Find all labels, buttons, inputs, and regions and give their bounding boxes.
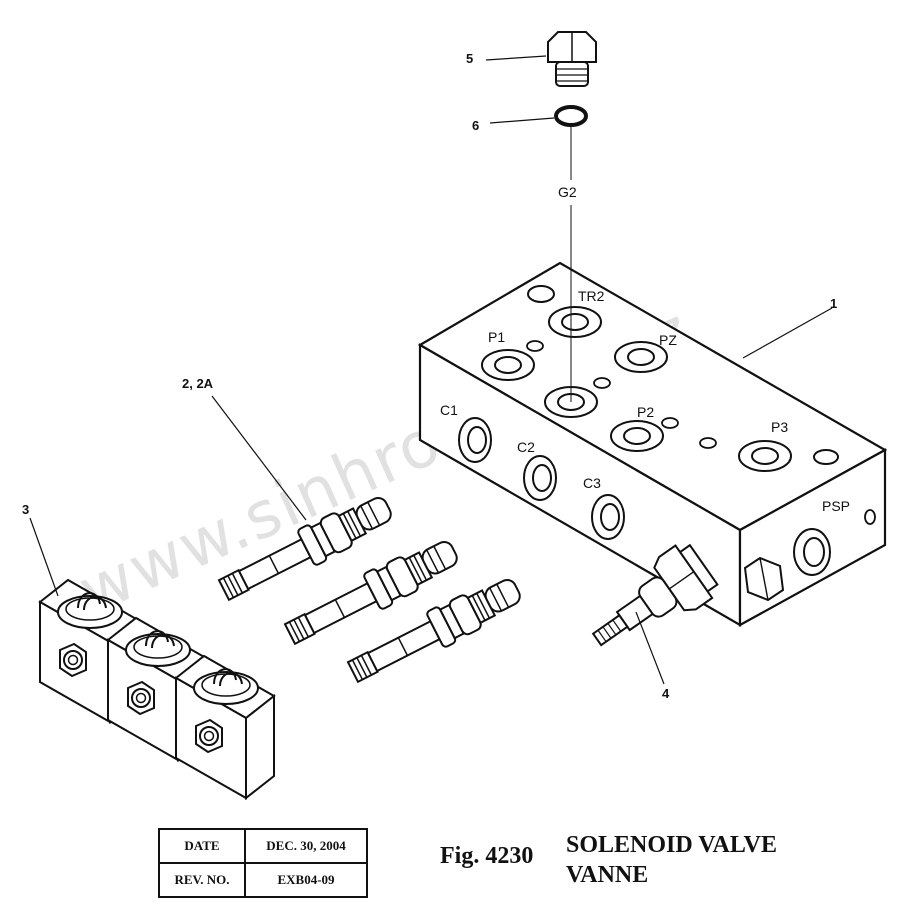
port-label-c3: C3	[583, 475, 601, 491]
part-number-4: 4	[662, 686, 670, 701]
figure-title-line2: VANNE	[566, 862, 649, 888]
port-label-tr2: TR2	[578, 288, 605, 304]
port-label-p2: P2	[637, 404, 654, 420]
solenoid-coil-3	[175, 655, 275, 799]
figure-number: Fig. 4230	[440, 843, 534, 869]
leader-2	[211, 395, 307, 521]
port-label-p3: P3	[771, 419, 788, 435]
revision-table: DATE DEC. 30, 2004 REV. NO. EXB04-09	[158, 828, 368, 898]
leader-5	[485, 55, 547, 61]
part-number-6: 6	[472, 118, 479, 133]
part-number-3: 3	[22, 502, 29, 517]
port-label-psp: PSP	[822, 498, 850, 514]
o-ring-part-6	[554, 105, 588, 127]
revision-value: EXB04-09	[244, 862, 368, 898]
date-label: DATE	[158, 828, 246, 864]
leader-6	[489, 117, 555, 124]
leader-4	[635, 611, 665, 685]
port-label-g2: G2	[558, 184, 577, 200]
leader-1	[742, 307, 833, 359]
revision-label: REV. NO.	[158, 862, 246, 898]
plug-part-5	[547, 31, 597, 87]
manifold-block-part-1	[417, 261, 888, 627]
port-label-pz: PZ	[659, 332, 677, 348]
port-label-c2: C2	[517, 439, 535, 455]
figure-title-line1: SOLENOID VALVE	[566, 832, 777, 858]
leader-3	[29, 517, 59, 597]
fitting-part-4	[591, 543, 719, 647]
date-row: DATE DEC. 30, 2004	[158, 828, 368, 864]
port-label-c1: C1	[440, 402, 458, 418]
date-value: DEC. 30, 2004	[244, 828, 368, 864]
part-number-1: 1	[830, 296, 837, 311]
figure-title: SOLENOID VALVE VANNE	[566, 830, 777, 890]
port-label-p1: P1	[488, 329, 505, 345]
revision-row: REV. NO. EXB04-09	[158, 862, 368, 898]
part-number-5: 5	[466, 51, 473, 66]
part-number-2-2a: 2, 2A	[182, 376, 214, 391]
